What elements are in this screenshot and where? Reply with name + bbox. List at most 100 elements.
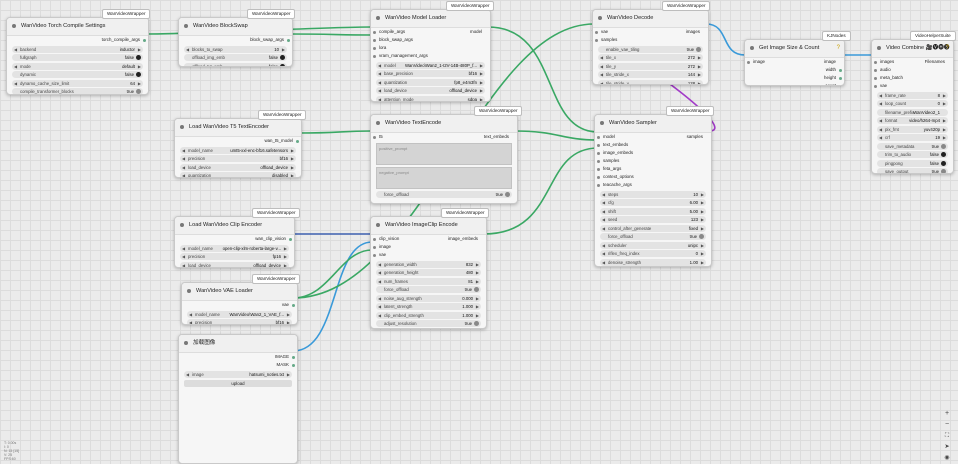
node-title[interactable]: WanVideo ImageClip Encode xyxy=(371,217,486,235)
node-title[interactable]: Load WanVideo Clip Encoder xyxy=(175,217,294,235)
arrow-left-icon[interactable]: ◀ xyxy=(600,55,604,60)
output-slot[interactable]: IMAGE xyxy=(179,353,297,361)
arrow-right-icon[interactable]: ▶ xyxy=(942,118,946,123)
arrow-right-icon[interactable]: ▶ xyxy=(137,63,141,69)
arrow-left-icon[interactable]: ◀ xyxy=(378,261,382,267)
arrow-right-icon[interactable]: ▶ xyxy=(283,262,287,268)
arrow-right-icon[interactable]: ▶ xyxy=(697,63,701,69)
arrow-right-icon[interactable]: ▶ xyxy=(479,79,483,85)
arrow-left-icon[interactable]: ◀ xyxy=(602,259,606,265)
input-slot[interactable]: meta_batch xyxy=(872,74,953,82)
arrow-left-icon[interactable]: ◀ xyxy=(182,245,186,251)
toggle-links-icon[interactable]: ◉ xyxy=(944,455,950,461)
arrow-right-icon[interactable]: ▶ xyxy=(137,80,141,86)
output-slot[interactable]: vae xyxy=(182,301,297,309)
arrow-right-icon[interactable]: ▶ xyxy=(942,92,946,98)
arrow-left-icon[interactable]: ◀ xyxy=(189,311,193,317)
arrow-right-icon[interactable]: ▶ xyxy=(290,164,294,170)
arrow-right-icon[interactable]: ▶ xyxy=(290,147,294,153)
arrow-left-icon[interactable]: ◀ xyxy=(879,126,883,132)
node-title[interactable]: 加载图像 xyxy=(179,335,297,353)
output-slot-label[interactable]: model xyxy=(470,29,482,34)
output-slot-label[interactable]: Filenames xyxy=(924,59,945,64)
output-slot[interactable]: block_swap_args xyxy=(179,36,292,44)
arrow-right-icon[interactable]: ▶ xyxy=(479,62,483,68)
node-title[interactable]: WanVideo Decode xyxy=(593,10,708,28)
arrow-left-icon[interactable]: ◀ xyxy=(602,225,606,231)
arrow-left-icon[interactable]: ◀ xyxy=(378,71,382,76)
locate-icon[interactable]: ➤ xyxy=(944,444,950,450)
arrow-left-icon[interactable]: ◀ xyxy=(378,278,382,284)
input-slot[interactable]: samples xyxy=(595,157,711,165)
arrow-left-icon[interactable]: ◀ xyxy=(182,164,186,170)
node-title[interactable]: Get Image Size & Count? xyxy=(745,40,844,58)
collapse-dot-icon[interactable] xyxy=(12,24,16,28)
arrow-right-icon[interactable]: ▶ xyxy=(475,304,479,309)
arrow-right-icon[interactable]: ▶ xyxy=(475,312,479,318)
arrow-right-icon[interactable]: ▶ xyxy=(281,46,285,52)
arrow-right-icon[interactable]: ▶ xyxy=(475,270,479,275)
arrow-left-icon[interactable]: ◀ xyxy=(14,63,18,69)
collapse-dot-icon[interactable] xyxy=(187,289,191,293)
arrow-left-icon[interactable]: ◀ xyxy=(602,200,606,205)
arrow-right-icon[interactable]: ▶ xyxy=(697,80,701,85)
node-title[interactable]: Video Combine 🎥🅥🅗🅢? xyxy=(872,40,953,58)
collapse-dot-icon[interactable] xyxy=(598,16,602,20)
output-slot-label[interactable]: image_embeds xyxy=(447,236,478,241)
output-slot[interactable]: height xyxy=(745,74,844,82)
arrow-right-icon[interactable]: ▶ xyxy=(283,254,287,259)
input-slot[interactable]: samples xyxy=(593,36,708,44)
arrow-left-icon[interactable]: ◀ xyxy=(602,208,606,214)
node-title[interactable]: WanVideo Sampler xyxy=(595,115,711,133)
arrow-left-icon[interactable]: ◀ xyxy=(182,156,186,161)
arrow-left-icon[interactable]: ◀ xyxy=(378,304,382,309)
arrow-left-icon[interactable]: ◀ xyxy=(602,251,606,256)
arrow-right-icon[interactable]: ▶ xyxy=(290,173,294,178)
node-clip-loader[interactable]: Load WanVideo Clip Encoder wan_clip_visi… xyxy=(174,216,295,268)
output-slot-label[interactable]: text_embeds xyxy=(483,134,509,139)
input-slot[interactable]: image_embeds xyxy=(595,149,711,157)
arrow-left-icon[interactable]: ◀ xyxy=(14,80,18,86)
input-slot[interactable]: block_swap_args xyxy=(371,36,490,44)
arrow-left-icon[interactable]: ◀ xyxy=(182,173,186,178)
arrow-right-icon[interactable]: ▶ xyxy=(700,200,704,205)
output-slot-label[interactable]: images xyxy=(685,29,700,34)
arrow-right-icon[interactable]: ▶ xyxy=(283,245,287,251)
arrow-right-icon[interactable]: ▶ xyxy=(479,96,483,102)
arrow-right-icon[interactable]: ▶ xyxy=(697,55,701,60)
collapse-dot-icon[interactable] xyxy=(600,121,604,125)
zoom-out-icon[interactable]: − xyxy=(944,421,950,428)
